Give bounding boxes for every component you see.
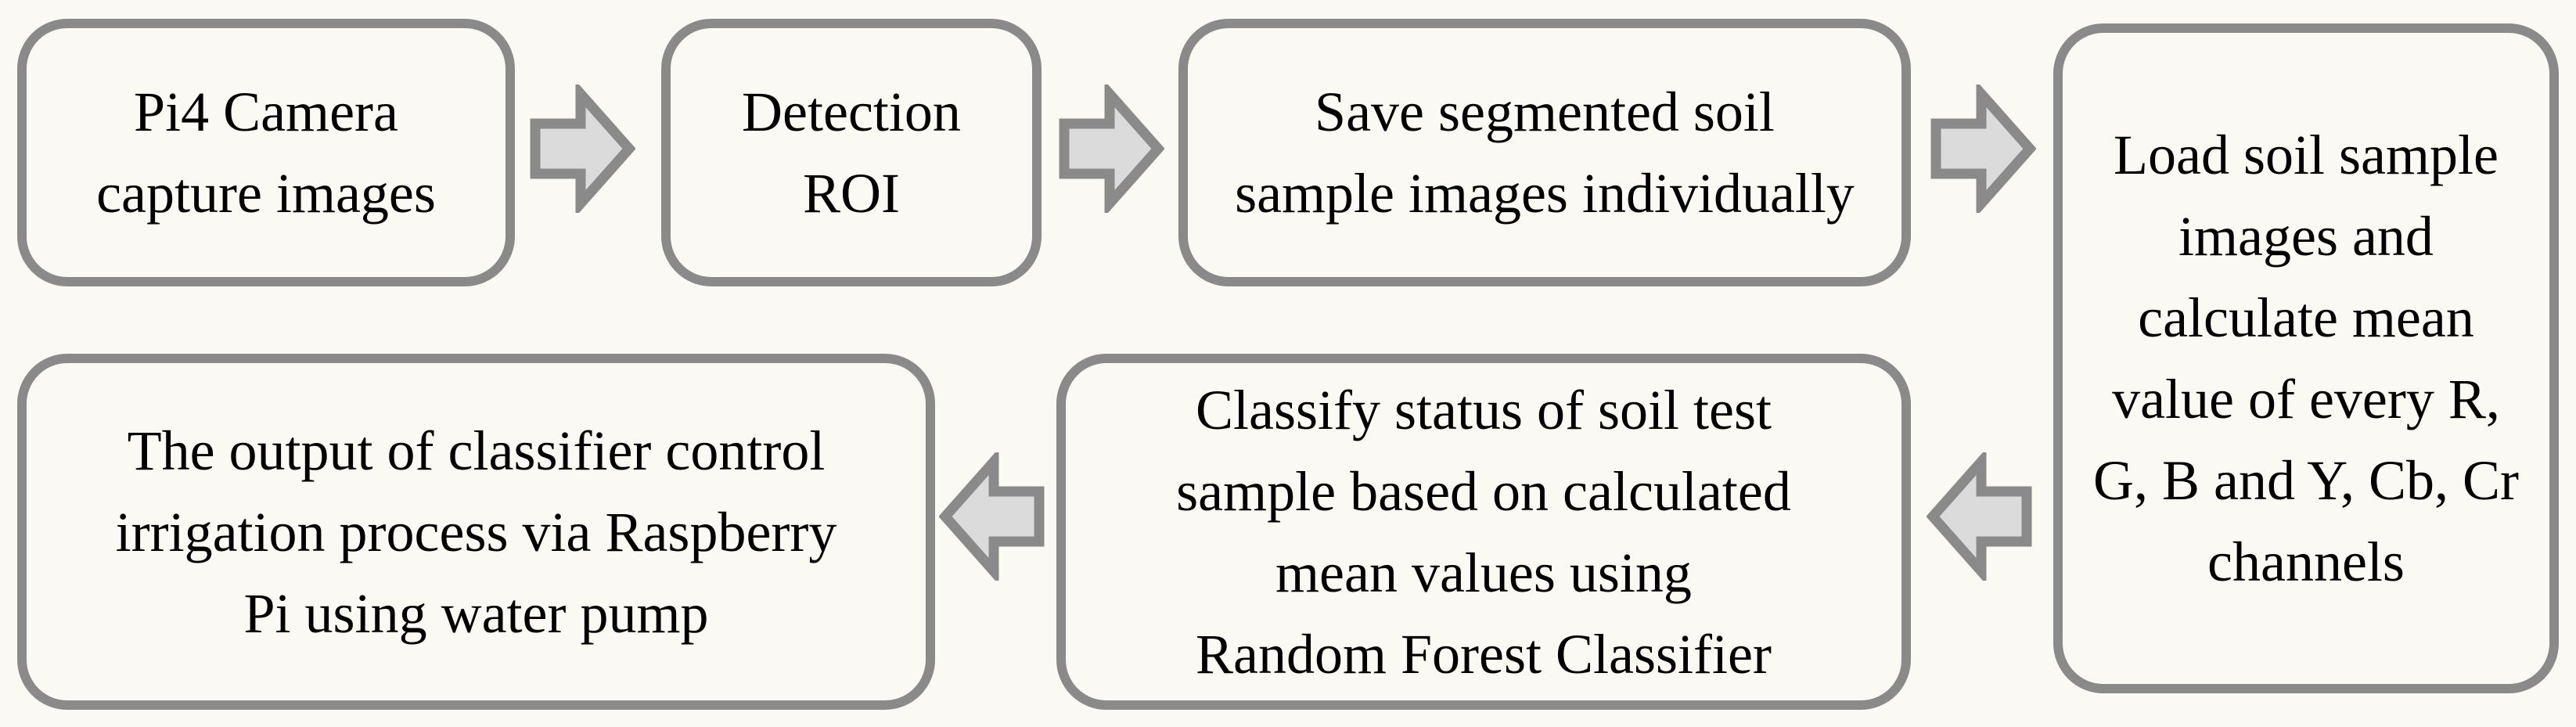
flow-arrow-left-icon — [1927, 452, 2032, 581]
flow-arrow-left-icon — [939, 452, 1045, 581]
flow-step-load-and-calculate-mean: Load soil sample images and calculate me… — [2053, 23, 2559, 693]
flow-step-capture-images: Pi4 Camera capture images — [17, 19, 515, 286]
flow-step-label: Save segmented soil sample images indivi… — [1235, 81, 1855, 225]
flow-arrow-right-icon — [1059, 85, 1164, 213]
flow-step-label: The output of classifier control irrigat… — [115, 419, 837, 645]
flow-step-label: Classify status of soil test sample base… — [1176, 378, 1791, 686]
flow-step-save-segmented-images: Save segmented soil sample images indivi… — [1178, 19, 1911, 286]
flow-arrow-right-icon — [1930, 85, 2036, 213]
flow-step-label: Pi4 Camera capture images — [96, 81, 436, 225]
flow-step-label: Detection ROI — [742, 81, 961, 225]
flow-step-detection-roi: Detection ROI — [661, 19, 1042, 286]
flow-step-label: Load soil sample images and calculate me… — [2092, 124, 2520, 593]
flow-arrow-right-icon — [530, 85, 635, 213]
flow-step-classify-random-forest: Classify status of soil test sample base… — [1056, 354, 1911, 710]
flow-step-output-irrigation-control: The output of classifier control irrigat… — [17, 354, 935, 710]
